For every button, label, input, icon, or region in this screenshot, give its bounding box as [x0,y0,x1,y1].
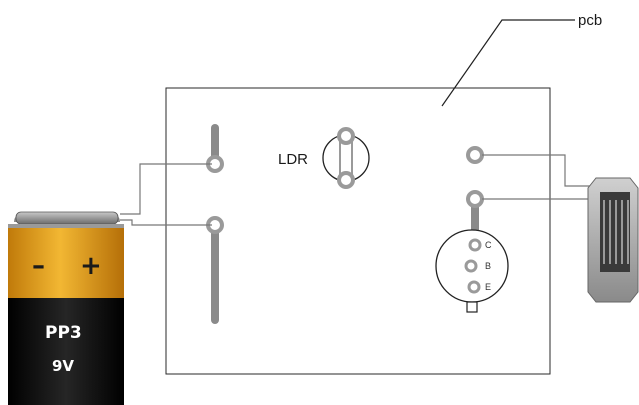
ldr-component [322,127,370,189]
battery-voltage-label: 9V [52,357,74,375]
ldr-label: LDR [278,151,308,168]
pin-label-base: B [485,261,491,271]
battery-pp3 [8,211,124,405]
battery-plus-label: + [80,251,102,281]
wire-buzzer-positive [482,154,592,187]
pad-buzzer-negative [466,190,484,208]
pcb-label: pcb [578,12,602,29]
pcb-leader-line [441,19,575,107]
pcb-board [165,87,551,375]
pin-label-emitter: E [485,282,491,292]
pin-label-collector: C [485,240,492,250]
buzzer-component [587,177,639,303]
pad-emitter [467,280,481,294]
battery-minus-label: – [32,251,45,281]
transistor-component [435,229,509,313]
battery-type-label: PP3 [45,323,82,343]
wire-battery-negative [120,163,212,215]
pad-collector [468,238,482,252]
pad-buzzer-positive [466,146,484,164]
wire-battery-positive [120,219,212,226]
pad-base [464,259,478,273]
